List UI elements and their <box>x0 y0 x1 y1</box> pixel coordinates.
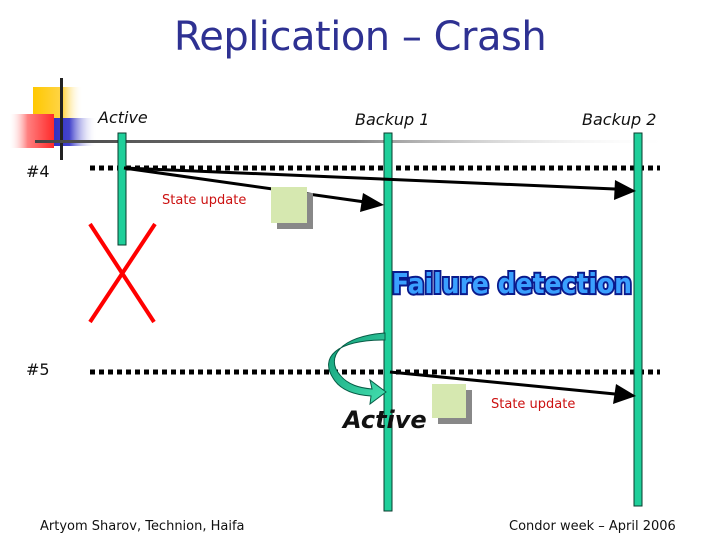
process-label-active: Active <box>98 108 148 127</box>
state-update-label-4: State update <box>162 193 247 208</box>
state-update-label-5: State update <box>491 397 576 412</box>
failure-detection-wordart: Failure detection Failure detection <box>390 265 634 302</box>
footer-event: Condor week – April 2006 <box>509 519 676 534</box>
step-label-5: #5 <box>26 360 50 379</box>
message-arrow-active-to-backup2 <box>123 166 636 200</box>
corner-logo-icon <box>10 78 97 160</box>
svg-text:Failure detection: Failure detection <box>392 267 632 300</box>
slide-title: Replication – Crash <box>173 14 547 60</box>
new-active-label: Active <box>343 406 427 434</box>
footer-author: Artyom Sharov, Technion, Haifa <box>40 519 245 534</box>
role-change-arrow-icon <box>328 332 387 406</box>
crash-x-icon <box>88 222 157 324</box>
header-divider <box>35 140 675 143</box>
lifeline-active <box>117 132 127 246</box>
message-box-icon <box>432 384 472 424</box>
message-arrow-active-to-backup1 <box>123 166 384 212</box>
step-label-4: #4 <box>26 162 50 181</box>
message-arrow-backup1-to-backup2 <box>389 370 636 404</box>
message-box-icon <box>271 187 313 229</box>
svg-text:Failure detection: Failure detection <box>392 267 632 300</box>
process-label-backup2: Backup 2 <box>582 110 657 129</box>
process-label-backup1: Backup 1 <box>355 110 430 129</box>
lifeline-backup2 <box>633 132 643 507</box>
lifeline-backup1 <box>383 132 393 512</box>
